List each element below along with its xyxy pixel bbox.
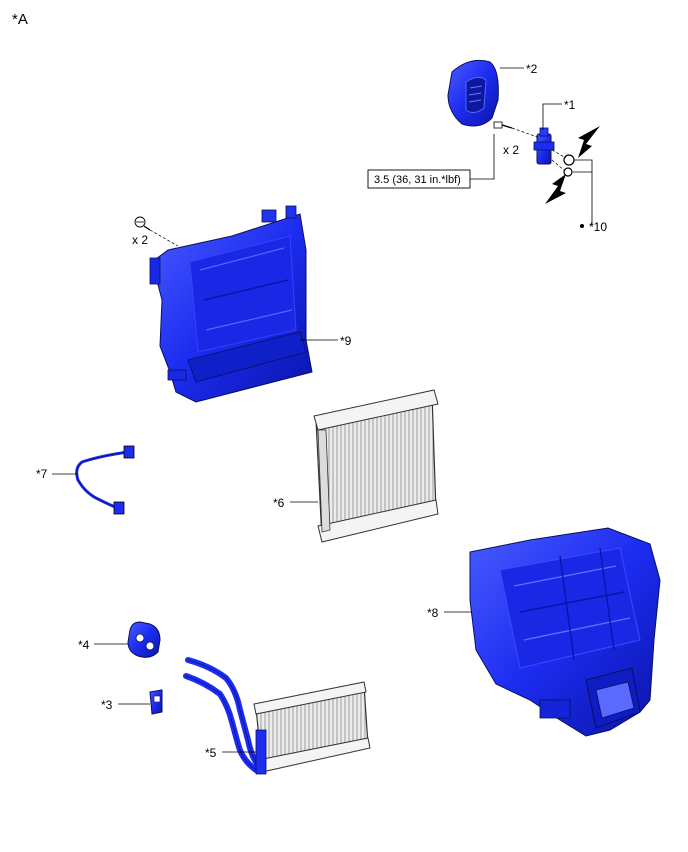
- figure-label: *A: [12, 11, 28, 28]
- leader-10: [574, 159, 593, 226]
- torque-spec: 3.5 (36, 31 in.*lbf): [374, 174, 461, 186]
- part-7-wire-harness: [75, 445, 135, 515]
- callout-10: *10: [589, 220, 607, 234]
- o-ring-dashline-2: [551, 159, 566, 172]
- part-5-heater-core: [183, 657, 371, 775]
- callout-6: *6: [273, 496, 285, 510]
- o-ring-upper: [563, 154, 575, 166]
- callout-1: *1: [564, 98, 576, 112]
- screw-left-qty: x 2: [132, 233, 148, 247]
- arrow-icon-lower: [545, 174, 566, 204]
- bolt-top-dashline: [511, 127, 541, 139]
- callout-4: *4: [78, 638, 90, 652]
- part-1-expansion-valve: [533, 127, 555, 165]
- arrow-icon-upper: [578, 126, 600, 158]
- part-4-grommet: [127, 621, 161, 658]
- leader-1: [542, 103, 562, 130]
- callout-5: *5: [205, 746, 217, 760]
- screw-left-icon: [134, 216, 151, 231]
- callout-2: *2: [526, 62, 538, 76]
- non-reusable-dot-icon: [580, 224, 584, 228]
- callout-3: *3: [101, 698, 113, 712]
- bolt-top-icon: [493, 121, 513, 129]
- callout-8: *8: [427, 606, 439, 620]
- o-ring-dashline-1: [551, 149, 567, 159]
- part-3-clamp: [149, 689, 163, 715]
- screw-dashline: [149, 229, 179, 247]
- callout-9: *9: [340, 334, 352, 348]
- part-2-cover: [447, 59, 499, 127]
- part-6-evaporator: [313, 389, 439, 543]
- bolt-top-qty: x 2: [503, 143, 519, 157]
- torque-leader: [470, 134, 495, 180]
- part-8-ac-case: [469, 527, 661, 737]
- callout-7: *7: [36, 467, 48, 481]
- part-9-case-cover: [149, 205, 313, 403]
